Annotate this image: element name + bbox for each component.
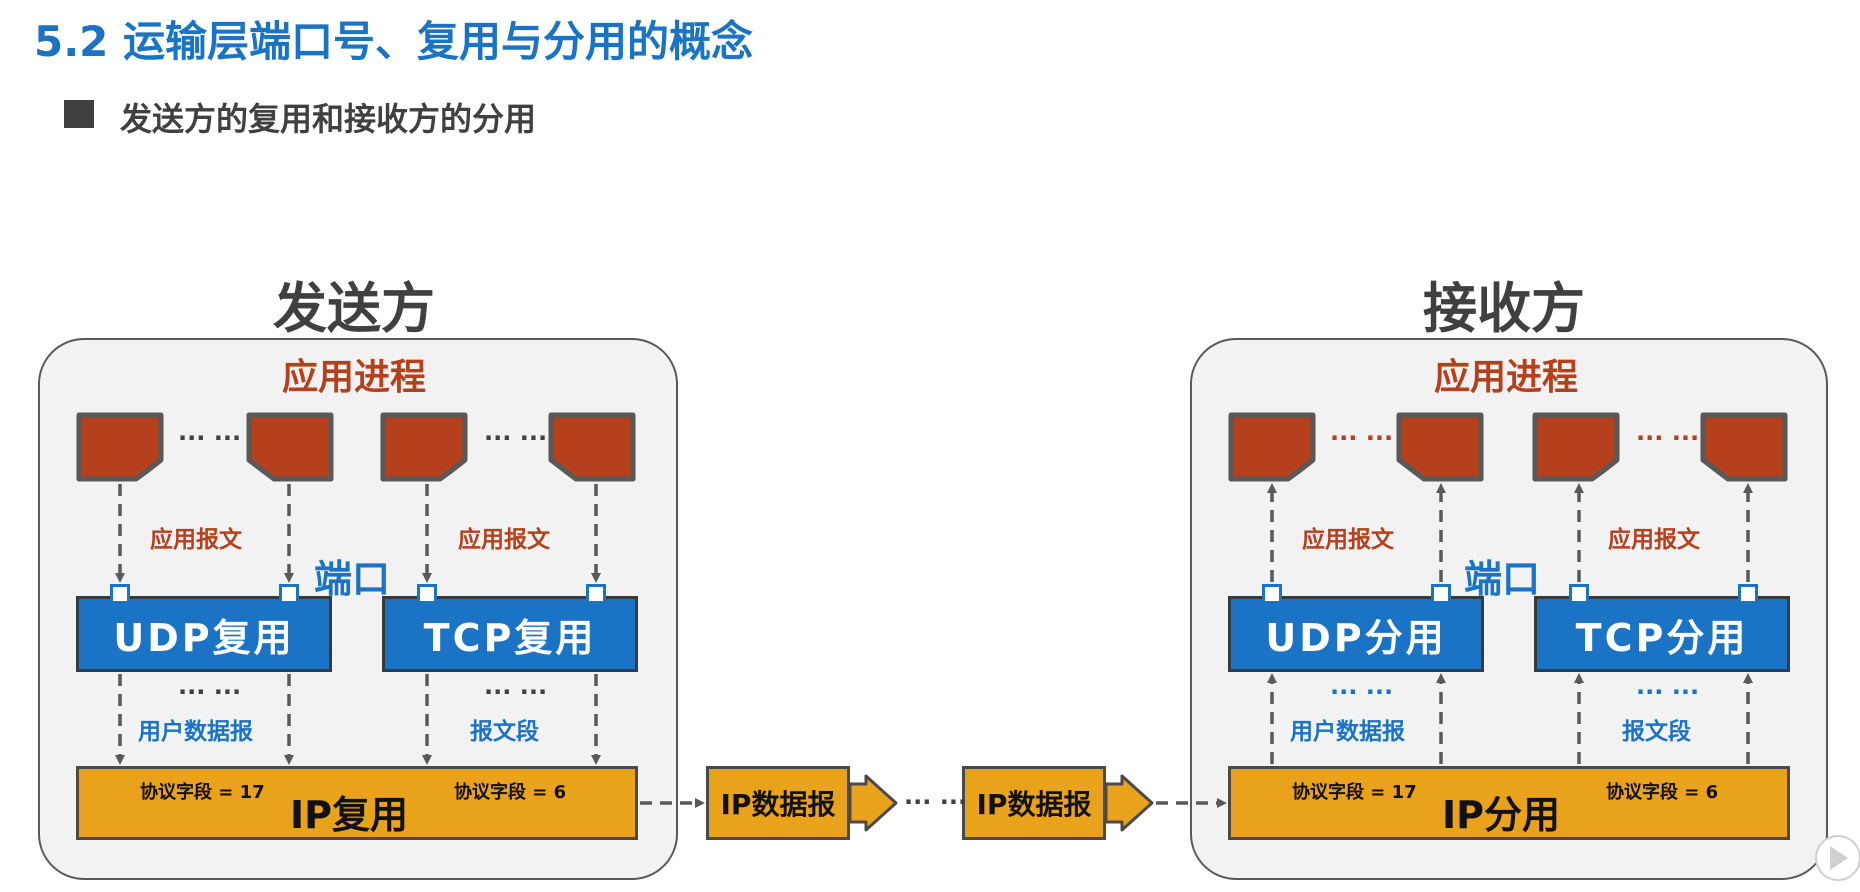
receiver-port-square xyxy=(1569,584,1589,604)
sender-title: 发送方 xyxy=(273,277,435,340)
sender-tcp-app-message-label: 应用报文 xyxy=(458,527,550,553)
sender-ip-multiplex-box xyxy=(76,766,638,840)
receiver-udp-process-2-document-icon xyxy=(1396,412,1484,482)
sender-user-datagram-label: 用户数据报 xyxy=(138,719,253,745)
receiver-port-label: 端口 xyxy=(1464,557,1541,601)
receiver-title: 接收方 xyxy=(1423,277,1585,340)
receiver-port-square xyxy=(1738,584,1758,604)
sender-udp-app-message-label: 应用报文 xyxy=(150,527,242,553)
receiver-udp-process-dots: ··· ··· xyxy=(1330,424,1394,452)
sender-port-square xyxy=(110,584,130,604)
video-play-icon xyxy=(1815,835,1860,881)
sender-udp-mid-dots: ··· ··· xyxy=(178,678,242,706)
sender-tcp-mid-dots: ··· ··· xyxy=(484,678,548,706)
datagram-chevron-arrow-icon xyxy=(1104,774,1154,832)
sender-udp-process-dots: ··· ··· xyxy=(178,424,242,452)
receiver-tcp-process-dots: ··· ··· xyxy=(1636,424,1700,452)
receiver-ip-demultiplex-box xyxy=(1228,766,1790,840)
receiver-protocol-field-tcp: 协议字段 = 6 xyxy=(1606,782,1719,803)
sender-tcp-process-1-document-icon xyxy=(380,412,468,482)
sender-udp-multiplex-box: UDP复用 xyxy=(76,596,332,672)
receiver-tcp-app-message-label: 应用报文 xyxy=(1608,527,1700,553)
receiver-udp-app-message-label: 应用报文 xyxy=(1302,527,1394,553)
sender-app-process-label: 应用进程 xyxy=(281,357,426,398)
receiver-ip-demultiplex-label: IP分用 xyxy=(1442,793,1560,837)
sender-port-square xyxy=(279,584,299,604)
sender-ip-multiplex-label: IP复用 xyxy=(290,793,408,837)
receiver-port-square xyxy=(1431,584,1451,604)
receiver-user-datagram-label: 用户数据报 xyxy=(1290,719,1405,745)
receiver-tcp-process-1-document-icon xyxy=(1532,412,1620,482)
sender-protocol-field-tcp: 协议字段 = 6 xyxy=(454,782,567,803)
receiver-tcp-demultiplex-box: TCP分用 xyxy=(1534,596,1790,672)
network-dots: ··· ··· xyxy=(904,788,968,816)
receiver-port-square xyxy=(1262,584,1282,604)
receiver-app-process-label: 应用进程 xyxy=(1433,357,1578,398)
ip-datagram-box-2: IP数据报 xyxy=(962,766,1106,840)
ip-datagram-box-1: IP数据报 xyxy=(706,766,850,840)
receiver-udp-process-1-document-icon xyxy=(1228,412,1316,482)
square-bullet-icon xyxy=(64,100,94,128)
sender-port-square xyxy=(417,584,437,604)
sender-protocol-field-udp: 协议字段 = 17 xyxy=(140,782,265,803)
sender-tcp-process-dots: ··· ··· xyxy=(484,424,548,452)
receiver-tcp-mid-dots: ··· ··· xyxy=(1636,678,1700,706)
sender-segment-label: 报文段 xyxy=(470,719,539,745)
sender-port-square xyxy=(586,584,606,604)
section-subtitle: 发送方的复用和接收方的分用 xyxy=(120,100,537,138)
datagram-chevron-arrow-icon xyxy=(848,774,898,832)
receiver-udp-demultiplex-box: UDP分用 xyxy=(1228,596,1484,672)
sender-tcp-multiplex-box: TCP复用 xyxy=(382,596,638,672)
sender-udp-process-1-document-icon xyxy=(76,412,164,482)
receiver-segment-label: 报文段 xyxy=(1622,719,1691,745)
sender-tcp-process-2-document-icon xyxy=(548,412,636,482)
receiver-udp-mid-dots: ··· ··· xyxy=(1330,678,1394,706)
page-title: 5.2 运输层端口号、复用与分用的概念 xyxy=(34,17,754,66)
sender-port-label: 端口 xyxy=(314,557,391,601)
receiver-tcp-process-2-document-icon xyxy=(1700,412,1788,482)
receiver-protocol-field-udp: 协议字段 = 17 xyxy=(1292,782,1417,803)
sender-udp-process-2-document-icon xyxy=(246,412,334,482)
